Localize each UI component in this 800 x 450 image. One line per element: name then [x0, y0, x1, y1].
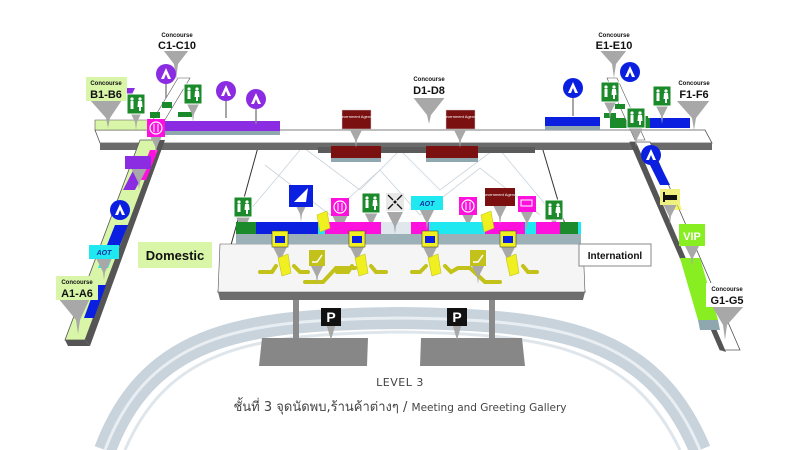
svg-text:AOT: AOT [419, 201, 436, 208]
lift-towers [277, 210, 520, 277]
airline-icon [289, 185, 313, 222]
svg-text:Concourse: Concourse [678, 81, 710, 87]
gate-icon [110, 200, 130, 220]
subtitle-thai: ชั้นที่ 3 จุดนัดพบ,ร้านค้าต่างๆ [233, 400, 399, 415]
road-loop [94, 306, 711, 450]
concourse-label-b: Concourse B1-B6 [86, 77, 127, 128]
concourse-label-f: Concourse F1-F6 [674, 77, 714, 130]
svg-text:A1-A6: A1-A6 [61, 288, 93, 300]
subtitle-english: Meeting and Greeting Gallery [411, 402, 567, 414]
government-agency-blocks: Government Agency Government Agency [331, 109, 478, 162]
concourse-label-c: Concourse C1-C10 [158, 29, 196, 80]
concourse-label-g: Concourse G1-G5 [706, 283, 748, 340]
restaurant-icon [331, 198, 349, 237]
gate-icon [563, 78, 583, 116]
gate-icon [641, 145, 661, 165]
svg-text:Internationl: Internationl [588, 251, 643, 262]
meeting-point-icon [386, 193, 404, 234]
svg-text:E1-E10: E1-E10 [596, 40, 633, 52]
svg-text:P: P [326, 309, 335, 325]
svg-text:Concourse: Concourse [61, 280, 93, 286]
aot-sign: AOT [89, 245, 119, 280]
restaurant-icon [459, 197, 477, 232]
subtitle-separator: / [403, 400, 408, 415]
svg-text:Concourse: Concourse [161, 33, 193, 39]
info-sign [125, 156, 151, 190]
svg-text:Concourse: Concourse [711, 287, 743, 293]
svg-text:C1-C10: C1-C10 [158, 40, 196, 52]
government-agency-sign: Government Agency [482, 188, 518, 225]
level-subtitle: ชั้นที่ 3 จุดนัดพบ,ร้านค้าต่างๆ / Meetin… [0, 396, 800, 417]
restroom-icon [600, 81, 620, 120]
gate-icon [620, 62, 640, 82]
parking-sign-left: P [321, 308, 341, 340]
svg-text:Government Agency: Government Agency [442, 114, 478, 119]
svg-text:F1-F6: F1-F6 [679, 89, 708, 101]
concourse-label-d: Concourse D1-D8 [408, 73, 450, 124]
svg-text:Government Agency: Government Agency [482, 192, 518, 197]
svg-text:D1-D8: D1-D8 [413, 85, 445, 97]
walkways [258, 264, 539, 284]
gate-icon [246, 89, 266, 124]
terminal-floor [217, 139, 586, 300]
restaurant-icon [147, 119, 165, 154]
svg-text:Government Agency: Government Agency [338, 114, 374, 119]
aot-sign: AOT [411, 196, 443, 230]
domestic-label: Domestic [138, 242, 212, 268]
elevator-icon [421, 230, 439, 267]
svg-text:Domestic: Domestic [146, 248, 205, 263]
svg-text:G1-G5: G1-G5 [710, 295, 743, 307]
escalator-icon [470, 250, 486, 284]
escalator-icon [309, 250, 325, 284]
parking-sign-right: P [447, 308, 467, 340]
elevator-icon [348, 230, 366, 267]
gate-icon [216, 81, 236, 118]
gate-icon [156, 64, 176, 98]
government-agency-sign: Government Agency [442, 109, 478, 148]
svg-text:VIP: VIP [683, 231, 701, 243]
concourse-label-a: Concourse A1-A6 [56, 276, 98, 334]
parking-area: P P [259, 300, 525, 366]
hotel-bed-icon [660, 189, 680, 224]
svg-text:Concourse: Concourse [90, 81, 122, 87]
elevator-icon [499, 230, 517, 267]
international-label: Internationl [578, 243, 652, 267]
svg-text:AOT: AOT [96, 250, 113, 257]
svg-text:Concourse: Concourse [598, 33, 630, 39]
elevator-icon [271, 230, 289, 267]
government-agency-sign: Government Agency [338, 109, 374, 148]
shopping-cart-icon [518, 196, 536, 230]
concourse-label-e: Concourse E1-E10 [594, 29, 634, 78]
level-title: LEVEL 3 [376, 376, 424, 389]
north-walkway [94, 117, 713, 153]
svg-text:Concourse: Concourse [413, 77, 445, 83]
svg-text:P: P [452, 309, 461, 325]
vip-sign: VIP [679, 224, 705, 266]
svg-text:B1-B6: B1-B6 [90, 89, 122, 101]
